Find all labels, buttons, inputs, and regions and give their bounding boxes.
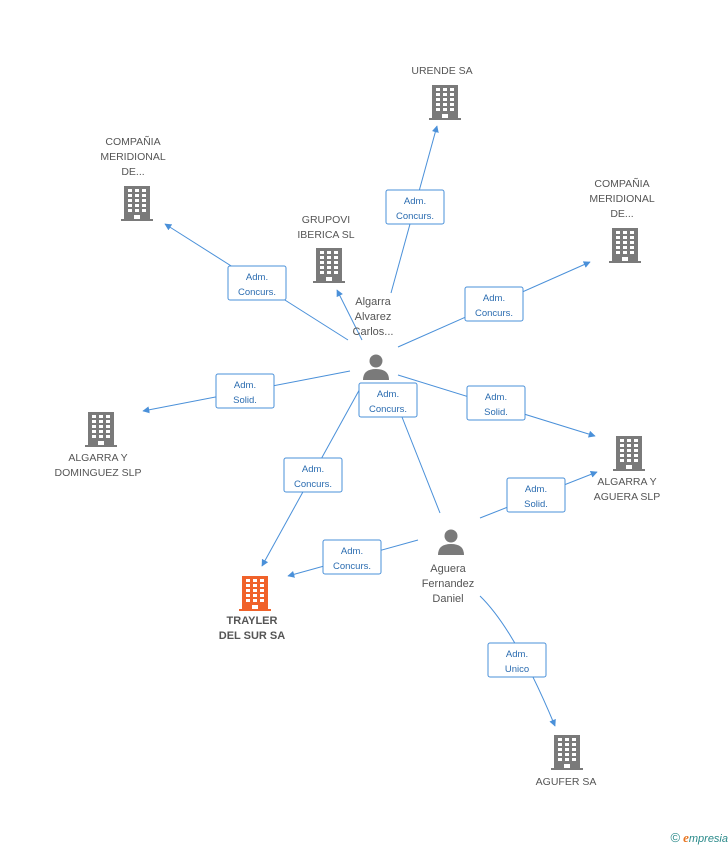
node-label: TRAYLER: [227, 615, 278, 627]
role-box: [464, 286, 524, 322]
edge-algarra-p-to-compania1-label[interactable]: Adm. Concurs.: [227, 265, 287, 301]
edge-algarra-p-to-compania2-label[interactable]: Adm. Concurs.: [464, 286, 524, 322]
edges-layer: [142, 125, 598, 727]
node-label: DOMINGUEZ SLP: [55, 467, 142, 479]
role-text: Adm.: [234, 380, 256, 391]
node-algarra-ag[interactable]: ALGARRA Y AGUERA SLP: [594, 436, 661, 503]
role-text: Adm.: [377, 389, 399, 400]
node-compania2[interactable]: COMPAÑIA MERIDIONAL DE...: [589, 177, 655, 263]
role-text: Solid.: [524, 499, 548, 510]
node-label: MERIDIONAL: [100, 151, 166, 163]
role-text: Adm.: [525, 484, 547, 495]
brand-initial: e: [683, 830, 689, 845]
role-text: Solid.: [233, 395, 257, 406]
role-text: Concurs.: [396, 211, 434, 222]
role-box: [487, 642, 547, 678]
node-label: ALGARRA Y: [68, 452, 127, 464]
node-algarra-dom[interactable]: ALGARRA Y DOMINGUEZ SLP: [55, 412, 142, 479]
role-box: [215, 373, 275, 409]
building-icon: [613, 436, 645, 471]
node-grupovi[interactable]: GRUPOVI IBERICA SL: [297, 214, 355, 283]
edge-algarra-p-to-algarra-ag-label[interactable]: Adm. Solid.: [466, 385, 526, 421]
node-label: COMPAÑIA: [105, 135, 160, 148]
node-compania1[interactable]: COMPAÑIA MERIDIONAL DE...: [100, 135, 166, 221]
node-agufer[interactable]: AGUFER SA: [536, 735, 597, 788]
role-text: Solid.: [484, 407, 508, 418]
node-algarra-p[interactable]: AlgarraAlvarezCarlos...: [353, 296, 394, 380]
node-label: Aguera: [430, 563, 466, 575]
edge-aguera-p-to-trayler-label[interactable]: Adm. Concurs.: [322, 539, 382, 575]
node-label: DEL SUR SA: [219, 630, 285, 642]
node-label: GRUPOVI: [302, 214, 350, 226]
edge-algarra-p-to-algarra-dom-label[interactable]: Adm. Solid.: [215, 373, 275, 409]
node-label: Alvarez: [355, 311, 392, 323]
building-icon: [429, 85, 461, 120]
node-label: Carlos...: [353, 326, 394, 338]
role-box: [227, 265, 287, 301]
role-box: [466, 385, 526, 421]
brand-name: mpresia: [688, 833, 728, 845]
nodes-layer: URENDE SACOMPAÑIAMERIDIONALDE...COMPAÑIA…: [55, 65, 661, 788]
role-box: [283, 457, 343, 493]
node-trayler[interactable]: TRAYLER DEL SUR SA: [219, 576, 285, 642]
edge-labels-layer: Adm.Concurs.Adm.Concurs.Adm.Concurs.Adm.…: [215, 189, 566, 678]
role-box: [385, 189, 445, 225]
node-label: Fernandez: [422, 578, 475, 590]
role-text: Concurs.: [238, 287, 276, 298]
node-label: Daniel: [432, 593, 463, 605]
node-label: Algarra: [355, 296, 391, 308]
role-text: Concurs.: [294, 479, 332, 490]
node-label: IBERICA SL: [297, 229, 354, 241]
edge-algarra-p-to-urende-label[interactable]: Adm. Concurs.: [385, 189, 445, 225]
edge-algarra-p-to-trayler-label[interactable]: Adm. Concurs.: [283, 457, 343, 493]
role-text: Adm.: [483, 293, 505, 304]
role-box: [506, 477, 566, 513]
person-icon: [363, 354, 389, 380]
footer-brand[interactable]: ©empresia: [671, 830, 728, 846]
role-text: Unico: [505, 664, 529, 675]
role-text: Adm.: [302, 464, 324, 475]
building-icon: [313, 248, 345, 283]
building-icon: [85, 412, 117, 447]
role-text: Concurs.: [475, 308, 513, 319]
node-label: URENDE SA: [411, 65, 472, 77]
role-text: Concurs.: [333, 561, 371, 572]
edge-algarra-p-to-grupovi: [336, 289, 363, 341]
edge-aguera-p-to-algarra-ag-label[interactable]: Adm. Solid.: [506, 477, 566, 513]
node-label: MERIDIONAL: [589, 193, 655, 205]
role-text: Adm.: [485, 392, 507, 403]
copyright-icon: ©: [670, 830, 681, 845]
role-text: Adm.: [246, 272, 268, 283]
building-icon: [609, 228, 641, 263]
node-urende[interactable]: URENDE SA: [411, 65, 473, 120]
node-label: AGUFER SA: [536, 776, 597, 788]
role-text: Adm.: [404, 196, 426, 207]
person-icon: [438, 529, 464, 555]
node-label: DE...: [610, 208, 633, 220]
role-text: Adm.: [506, 649, 528, 660]
edge-algarra-p-to-aguera-p: [399, 411, 441, 514]
node-label: ALGARRA Y: [597, 476, 656, 488]
edge-aguera-p-to-agufer-label[interactable]: Adm. Unico: [487, 642, 547, 678]
role-box: [322, 539, 382, 575]
role-text: Adm.: [341, 546, 363, 557]
building-icon: [551, 735, 583, 770]
node-label: AGUERA SLP: [594, 491, 661, 503]
role-box: [358, 382, 418, 418]
edge-algarra-p-to-aguera-p-label[interactable]: Adm. Concurs.: [358, 382, 418, 418]
building-icon: [239, 576, 271, 611]
role-text: Concurs.: [369, 404, 407, 415]
building-icon: [121, 186, 153, 221]
node-label: COMPAÑIA: [594, 177, 649, 190]
node-label: DE...: [121, 166, 144, 178]
